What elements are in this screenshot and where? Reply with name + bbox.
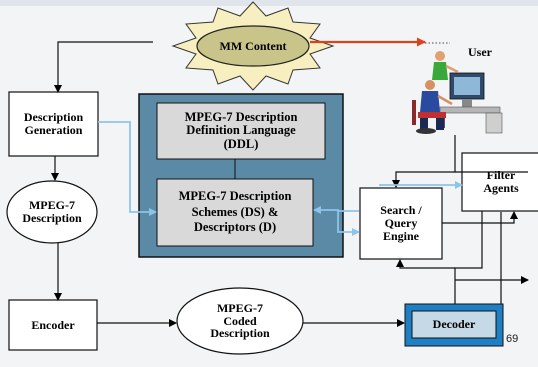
ds-label: MPEG-7 Description Schemes (DS) & Descri…	[178, 189, 292, 235]
filter-agents-label: Filter Agents	[483, 168, 519, 195]
user-at-computer-icon	[412, 51, 503, 134]
coded-description-ellipse	[176, 287, 304, 355]
mpeg7-description-label: MPEG-7 Description	[22, 198, 82, 225]
encoder-label: Encoder	[31, 317, 75, 332]
filter-agents-box	[461, 152, 538, 212]
black-connectors	[51, 41, 529, 327]
title-strip	[0, 0, 538, 6]
blue-connectors	[98, 121, 463, 236]
ddl-label: MPEG-7 Description Definition Language (…	[184, 110, 298, 151]
sun-burst-shape	[171, 1, 335, 91]
encoder-box	[8, 299, 98, 351]
mm-content-label: MM Content	[219, 38, 287, 53]
mpeg7-description-ellipse	[6, 180, 98, 244]
search-query-label: Search / Query Engine	[380, 202, 422, 244]
coded-description-label: MPEG-7 Coded Description	[210, 301, 270, 341]
decoder-box-inner	[411, 310, 497, 339]
decoder-label: Decoder	[432, 317, 476, 332]
description-generation-label: Description Generation	[23, 110, 84, 137]
page-number: 69	[506, 333, 519, 345]
search-query-box	[359, 187, 443, 260]
ddl-box	[156, 102, 326, 160]
user-label: User	[468, 44, 492, 59]
description-generation-box	[8, 91, 99, 157]
